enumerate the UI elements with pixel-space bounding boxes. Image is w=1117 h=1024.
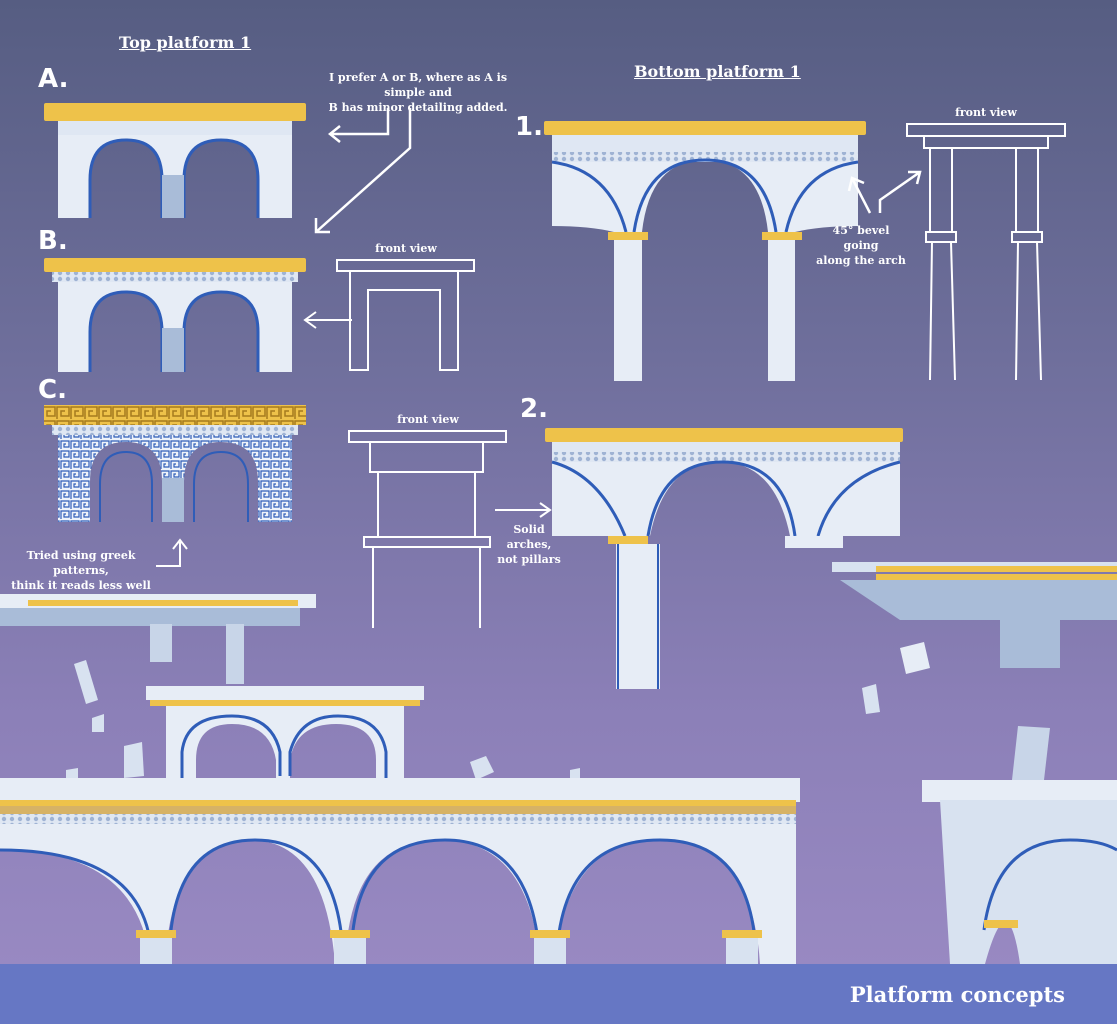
label-variant-a: A. [38, 64, 69, 94]
note-solid-line1: Solid arches, [506, 523, 552, 551]
note-solid-arches: Solid arches, not pillars [492, 522, 566, 567]
label-variant-c: C. [38, 375, 67, 405]
note-greek-patterns: Tried using greek patterns, think it rea… [8, 548, 154, 593]
footer-bar: Platform concepts [0, 964, 1117, 1024]
preference-arrows [314, 108, 412, 234]
front-view-label-b: front view [375, 242, 437, 255]
ruin-scene [0, 562, 1117, 964]
note-solid-line2: not pillars [497, 553, 561, 566]
note-bevel: 45° bevel going along the arch [815, 223, 907, 268]
note-greek-line1: Tried using greek patterns, [26, 549, 136, 577]
label-variant-1: 1. [515, 112, 543, 142]
note-preference-line2: B has minor detailing added. [328, 101, 508, 114]
front-view-label-c: front view [397, 413, 459, 426]
front-view-label-1: front view [955, 106, 1017, 119]
note-preference-line1: I prefer A or B, where as A is simple an… [328, 71, 508, 99]
platform-variant-a [44, 103, 306, 218]
footer-title: Platform concepts [849, 982, 1065, 1007]
platform-variant-b [44, 258, 475, 372]
heading-top-platform: Top platform 1 [119, 33, 252, 52]
heading-bottom-platform: Bottom platform 1 [634, 62, 801, 81]
note-bevel-line1: 45° bevel going [832, 224, 890, 252]
platform-variant-1 [544, 121, 1066, 381]
note-greek-line2: think it reads less well [11, 579, 151, 592]
label-variant-b: B. [38, 226, 68, 256]
platform-variant-c [44, 405, 552, 628]
platform-variant-2 [545, 428, 903, 689]
note-preference: I prefer A or B, where as A is simple an… [312, 70, 524, 115]
note-bevel-line2: along the arch [816, 254, 906, 267]
label-variant-2: 2. [520, 394, 548, 424]
